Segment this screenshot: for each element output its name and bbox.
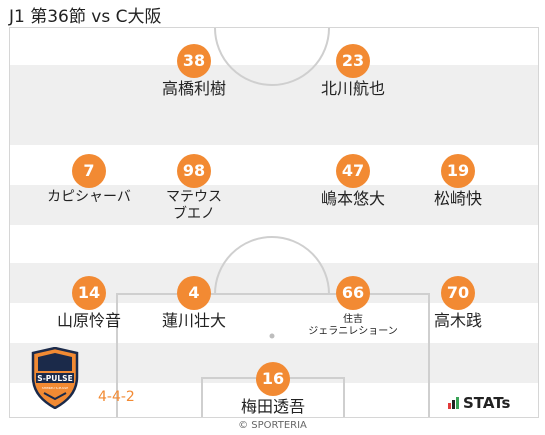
player-name: 高木践 <box>433 311 482 330</box>
pitch-stripe <box>10 105 538 145</box>
club-crest-subtext: SHIMIZU S-PULSE <box>42 386 68 390</box>
player-number: 7 <box>72 154 106 188</box>
pitch-stripe <box>10 185 538 225</box>
pitch-markings <box>116 28 430 417</box>
player-number: 70 <box>441 276 475 310</box>
player-name: カピシャーバ <box>47 189 131 205</box>
player-name: 山原怜音 <box>56 311 121 330</box>
player-number: 38 <box>177 44 211 78</box>
player-name: マテウス ブエノ <box>166 189 222 222</box>
player-number: 4 <box>177 276 211 310</box>
pitch: 38 高橋利樹 23 北川航也 7 カピシャーバ 98 マテウス ブエノ 47 … <box>9 27 539 418</box>
player-name: 蓮川壮大 <box>161 311 226 330</box>
player-name: 住吉 ジェラニレショーン <box>308 314 398 337</box>
stats-logo-text: STATs <box>463 394 511 412</box>
player-number: 16 <box>256 362 290 396</box>
match-title: J1 第36節 vs C大阪 <box>9 7 162 27</box>
formation-label: 4-4-2 <box>98 389 135 405</box>
player-number: 19 <box>441 154 475 188</box>
player-number: 23 <box>336 44 370 78</box>
player-number: 98 <box>177 154 211 188</box>
club-crest-text: S-PULSE <box>37 374 72 383</box>
player-name: 梅田透吾 <box>240 397 305 416</box>
player-name: 北川航也 <box>320 79 385 98</box>
player-number: 47 <box>336 154 370 188</box>
club-crest-icon: S-PULSE SHIMIZU S-PULSE <box>31 347 79 409</box>
stats-logo: STATs <box>448 394 510 412</box>
credit-text: © SPORTERIA <box>238 420 307 431</box>
player-name: 高橋利樹 <box>161 79 226 98</box>
player-name: 松崎快 <box>433 189 482 208</box>
player-number: 14 <box>72 276 106 310</box>
player-number: 66 <box>336 276 370 310</box>
player-name: 嶋本悠大 <box>320 189 385 208</box>
stats-bars-icon <box>448 397 459 409</box>
